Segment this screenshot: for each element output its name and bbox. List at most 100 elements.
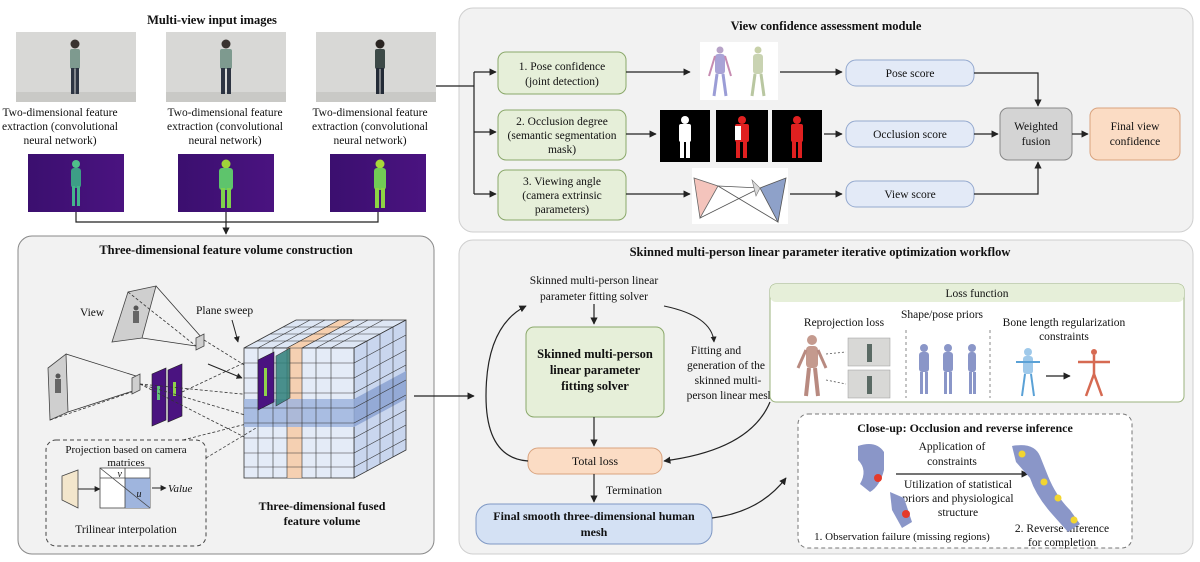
fitting-label: Fitting and generation of the skinned mu…: [687, 345, 774, 402]
svg-text:(joint detection): (joint detection): [525, 76, 599, 88]
input-photo-3: [316, 32, 436, 102]
camera-angle-image: [692, 168, 788, 224]
input-photo-2: [166, 32, 286, 102]
interpolation-diagram: v u Value: [61, 467, 193, 509]
svg-text:Fitting and: Fitting and: [691, 345, 741, 357]
svg-text:priors and physiological: priors and physiological: [902, 493, 1013, 505]
svg-text:Value: Value: [168, 483, 193, 495]
feature-label-3: Two-dimensional feature extraction (conv…: [312, 107, 428, 147]
loss-function-panel: Loss function Reprojection loss Shape/po…: [769, 283, 1185, 403]
occlusion-degree-box: 2. Occlusion degree (semantic segmentati…: [497, 109, 627, 161]
pose-to-fusion-line: [974, 72, 1042, 107]
bone-length-figures: [1016, 348, 1110, 397]
view-label: View: [80, 307, 105, 319]
plane-sweep-label: Plane sweep: [196, 305, 253, 317]
svg-text:(camera extrinsic: (camera extrinsic: [522, 190, 602, 202]
svg-text:extraction (convolutional: extraction (convolutional: [2, 121, 118, 133]
svg-text:Weighted: Weighted: [1014, 121, 1058, 133]
svg-text:matrices: matrices: [107, 457, 144, 469]
svg-text:extraction (convolutional: extraction (convolutional: [167, 121, 283, 133]
occluded-leg-figure: [858, 444, 912, 528]
svg-text:constraints: constraints: [927, 456, 977, 468]
viewing-angle-box: 3. Viewing angle (camera extrinsic param…: [497, 169, 627, 221]
loss-return-arrow: [663, 401, 771, 464]
view-module-panel: [458, 7, 1194, 233]
svg-text:Occlusion score: Occlusion score: [873, 129, 947, 141]
svg-text:Close-up: Occlusion and revers: Close-up: Occlusion and reverse inferenc…: [857, 421, 1073, 435]
reprojection-figure: [796, 335, 891, 399]
svg-text:Two-dimensional feature: Two-dimensional feature: [167, 107, 282, 119]
svg-text:skinned multi-: skinned multi-: [695, 375, 762, 387]
svg-text:generation of the: generation of the: [687, 360, 765, 372]
svg-text:1. Pose confidence: 1. Pose confidence: [519, 61, 606, 73]
svg-text:extraction (convolutional: extraction (convolutional: [312, 121, 428, 133]
termination-label: Termination: [606, 485, 662, 497]
svg-text:neural network): neural network): [23, 135, 96, 147]
svg-text:View score: View score: [884, 189, 935, 201]
svg-text:person linear mesh: person linear mesh: [687, 390, 774, 402]
svg-text:2. Occlusion degree: 2. Occlusion degree: [516, 116, 608, 128]
svg-text:(semantic segmentation: (semantic segmentation: [508, 130, 617, 142]
svg-text:fitting solver: fitting solver: [561, 379, 629, 393]
svg-text:Three-dimensional fused: Three-dimensional fused: [259, 499, 386, 513]
svg-text:Application of: Application of: [919, 441, 986, 453]
weighted-fusion-box: Weighted fusion: [999, 107, 1073, 161]
svg-text:Final view: Final view: [1111, 121, 1161, 133]
svg-text:1. Observation failure (missin: 1. Observation failure (missing regions): [814, 531, 990, 543]
svg-text:parameter fitting solver: parameter fitting solver: [540, 291, 648, 303]
mesh-to-closeup-arrow: [711, 477, 787, 519]
feature-map-1: [28, 154, 124, 212]
projection-caption: Projection based on camera matrices: [65, 444, 186, 469]
pose-confidence-box: 1. Pose confidence (joint detection): [497, 51, 627, 95]
feature-merge-line: [75, 212, 379, 223]
ray-arrow: [207, 363, 243, 379]
solver-top-label: Skinned multi-person linear parameter fi…: [530, 275, 659, 303]
svg-text:Bone length regularization: Bone length regularization: [1003, 317, 1126, 329]
smpl-solver-box: Skinned multi-person linear parameter fi…: [525, 326, 665, 418]
pose-detection-image: [700, 42, 778, 100]
svg-text:Two-dimensional feature: Two-dimensional feature: [2, 107, 117, 119]
view-score-box: View score: [845, 180, 975, 208]
camera-frustum-lower: [47, 353, 141, 421]
input-title: Multi-view input images: [147, 13, 277, 27]
fused-feature-volume: [243, 319, 407, 479]
svg-text:neural network): neural network): [333, 135, 406, 147]
trilinear-label: Trilinear interpolation: [75, 524, 177, 536]
occlusion-mask-images: [660, 110, 822, 162]
final-mesh-box: Final smooth three-dimensional human mes…: [475, 503, 713, 545]
svg-text:v: v: [118, 469, 123, 480]
camera-frustum-upper: [111, 285, 205, 351]
svg-text:Utilization of statistical: Utilization of statistical: [904, 479, 1012, 491]
iteration-loop-arrow: [485, 305, 529, 462]
projection-planes: [151, 363, 183, 427]
svg-text:Shape/pose priors: Shape/pose priors: [901, 309, 984, 321]
final-view-confidence-box: Final view confidence: [1089, 107, 1181, 161]
svg-text:Loss function: Loss function: [946, 288, 1009, 300]
svg-text:Two-dimensional feature: Two-dimensional feature: [312, 107, 427, 119]
svg-text:confidence: confidence: [1110, 136, 1160, 148]
feature-map-3: [330, 154, 426, 212]
svg-text:structure: structure: [938, 507, 978, 519]
closeup-panel: Close-up: Occlusion and reverse inferenc…: [797, 413, 1133, 549]
svg-text:linear parameter: linear parameter: [550, 363, 641, 377]
view-module-title: View confidence assessment module: [731, 19, 922, 33]
svg-text:feature volume: feature volume: [284, 514, 361, 528]
input-photo-1: [16, 32, 136, 102]
total-loss-box: Total loss: [527, 447, 663, 475]
feature-label-1: Two-dimensional feature extraction (conv…: [2, 107, 118, 147]
svg-text:parameters): parameters): [535, 204, 589, 216]
shape-prior-figures: [919, 344, 976, 394]
svg-text:Total loss: Total loss: [572, 454, 618, 468]
svg-text:2. Reverse inference: 2. Reverse inference: [1015, 523, 1109, 535]
svg-text:Pose score: Pose score: [886, 68, 935, 80]
feature-label-2: Two-dimensional feature extraction (conv…: [167, 107, 283, 147]
svg-text:Projection based on camera: Projection based on camera: [65, 444, 186, 456]
svg-text:fusion: fusion: [1022, 136, 1051, 148]
feature-map-2: [178, 154, 274, 212]
svg-text:Skinned multi-person: Skinned multi-person: [537, 347, 653, 361]
svg-text:u: u: [137, 489, 142, 500]
svg-text:mesh: mesh: [581, 525, 608, 539]
svg-text:mask): mask): [548, 144, 576, 156]
